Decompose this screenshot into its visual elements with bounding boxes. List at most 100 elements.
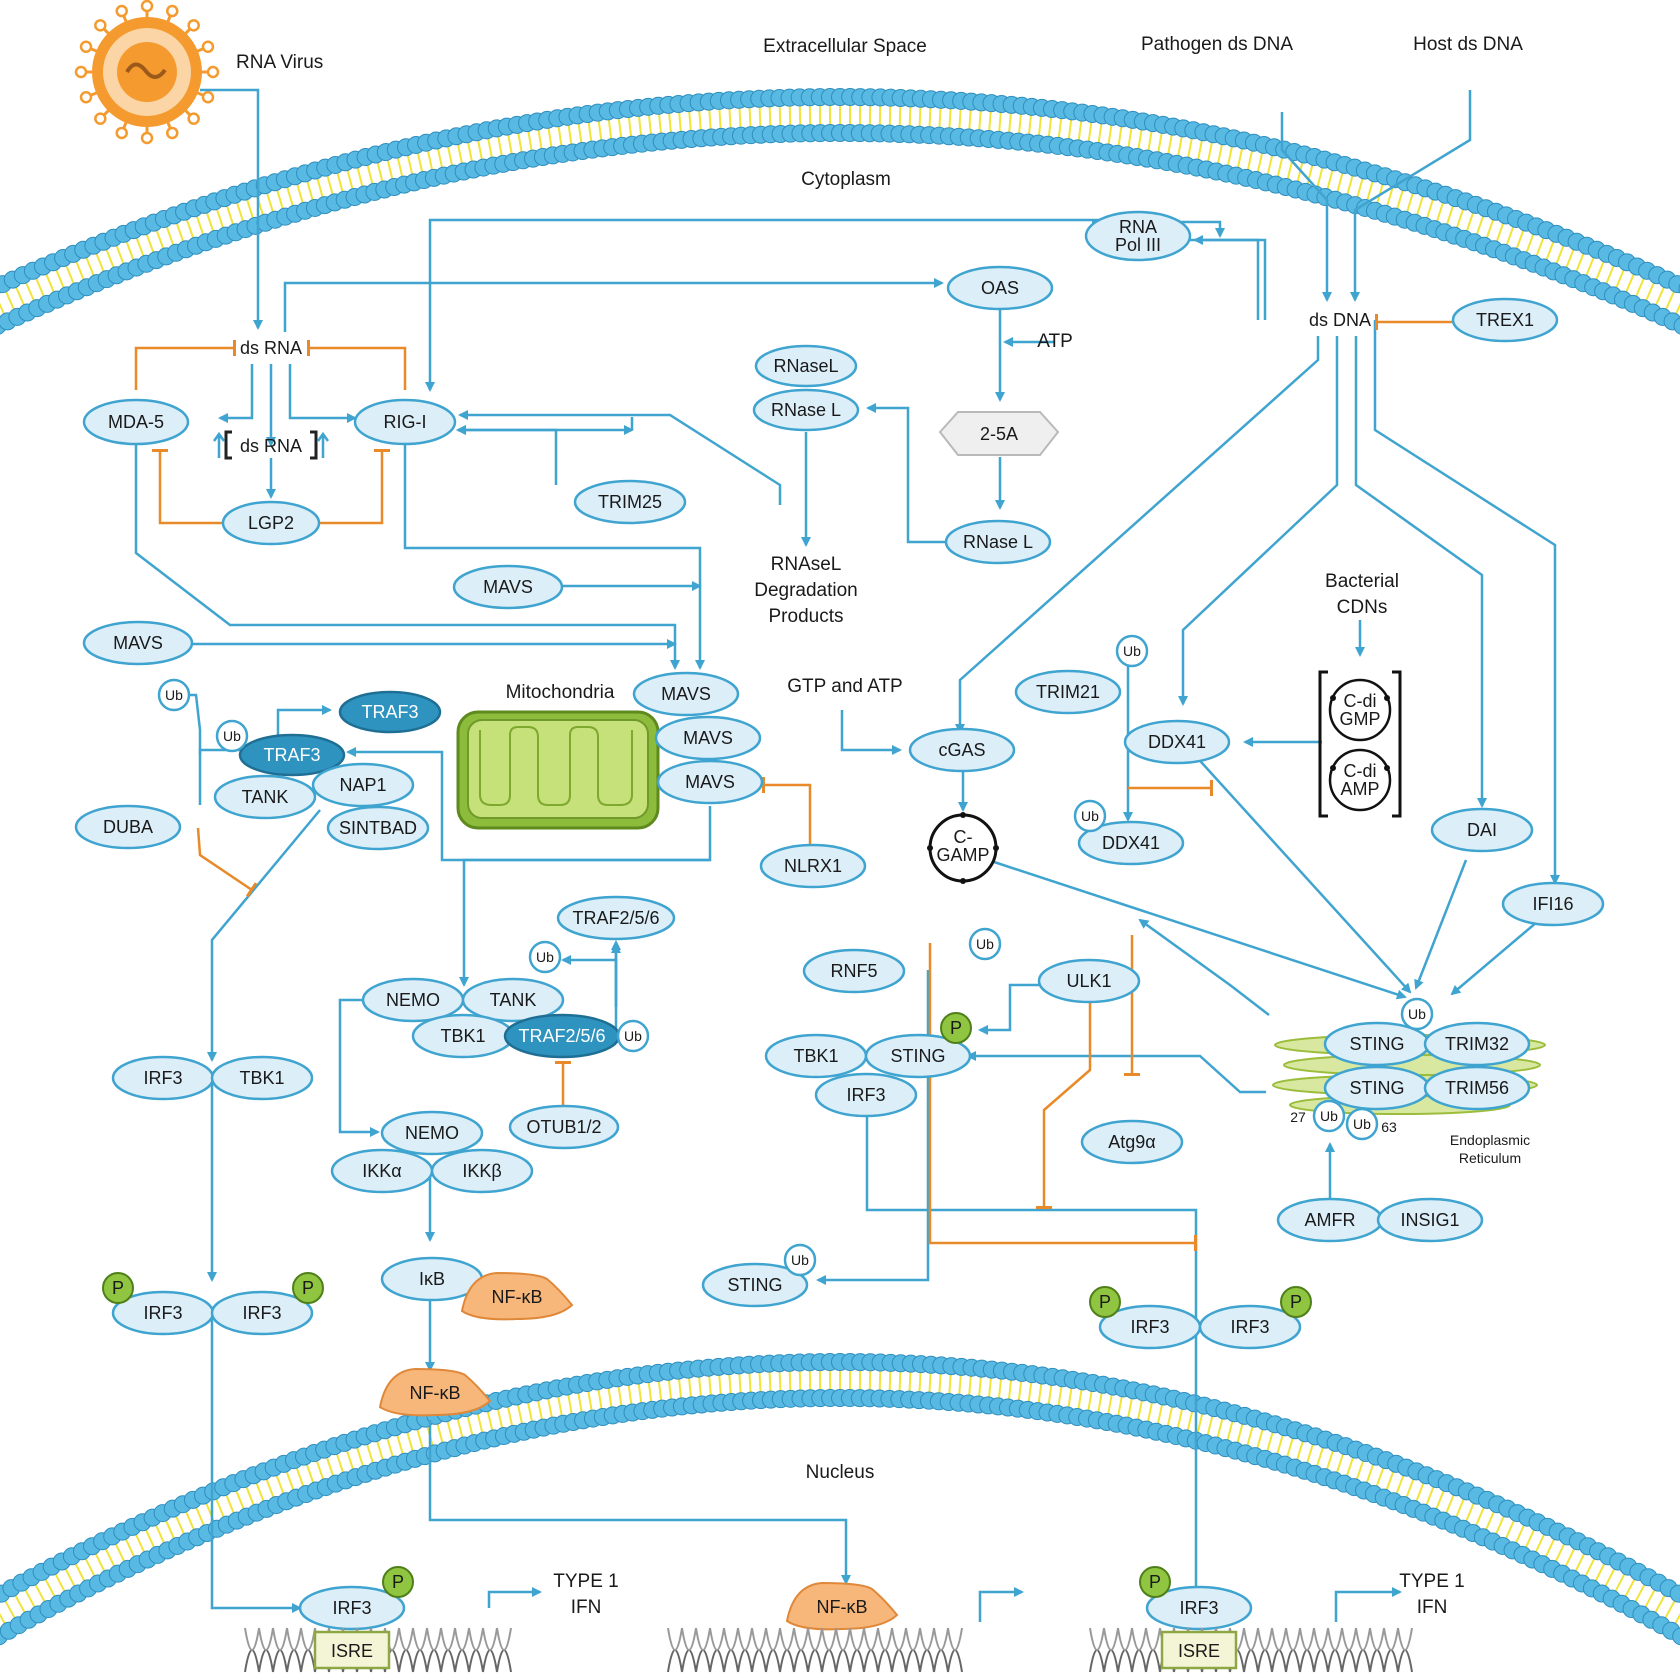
node-label: TANK — [490, 990, 537, 1010]
node-traf256-b: TRAF2/5/6 — [503, 1013, 621, 1059]
node-rnf5: RNF5 — [802, 948, 906, 994]
node-label: TBK1 — [239, 1068, 284, 1088]
node-label: TBK1 — [440, 1026, 485, 1046]
node-otub: OTUB1/2 — [508, 1104, 620, 1150]
node-cgamp: C-GAMP — [927, 812, 999, 884]
node-label: 2-5A — [980, 424, 1018, 444]
ub-label: Ub — [624, 1028, 642, 1044]
node-tbk1-b: TBK1 — [210, 1055, 314, 1101]
node-label: TBK1 — [793, 1046, 838, 1066]
node-tbk1-c: TBK1 — [764, 1033, 868, 1079]
label-atp: ATP — [1037, 331, 1073, 352]
node-nfkb-b: NF-κB — [378, 1367, 492, 1417]
label-nucleus: Nucleus — [806, 1462, 875, 1483]
node-label: MAVS — [661, 684, 711, 704]
p-label: P — [950, 1018, 962, 1038]
node-label: TRAF3 — [361, 702, 418, 722]
node-trim56: TRIM56 — [1423, 1065, 1531, 1111]
node-label: DUBA — [103, 817, 153, 837]
node-irf3-p2: IRF3 — [210, 1290, 314, 1336]
node-ulk1: ULK1 — [1037, 958, 1141, 1004]
label-pathogen-dsdna: Pathogen ds DNA — [1141, 34, 1293, 55]
node-ddx41-a: DDX41 — [1123, 719, 1231, 765]
node-label: C-di — [1343, 761, 1376, 781]
phospho-icon: P — [102, 1272, 134, 1304]
node-irf3-n1: IRF3 — [298, 1585, 406, 1631]
node-ikkb: IKKβ — [430, 1148, 534, 1194]
node-mda5: MDA-5 — [82, 398, 190, 446]
node-amfr: AMFR — [1276, 1197, 1384, 1243]
node-irf3-p1: IRF3 — [111, 1290, 215, 1336]
label-mitochondria: Mitochondria — [506, 682, 615, 703]
node-irf3-a: IRF3 — [111, 1055, 215, 1101]
node-label: IFI16 — [1532, 894, 1573, 914]
node-label: Atg9α — [1108, 1132, 1155, 1152]
dna-helix — [667, 1627, 963, 1673]
node-oas: OAS — [946, 265, 1054, 311]
label-gtp-atp: GTP and ATP — [787, 676, 902, 697]
node-label: IRF3 — [242, 1303, 281, 1323]
node-label: ds DNA — [1309, 310, 1371, 330]
node-label: IRF3 — [1230, 1317, 1269, 1337]
node-label: IκB — [419, 1269, 445, 1289]
node-mavs-a: MAVS — [452, 564, 564, 610]
ub-icon: Ub — [968, 927, 1002, 961]
node-label: TRIM25 — [598, 492, 662, 512]
node-label: IRF3 — [1130, 1317, 1169, 1337]
phospho-icon: P — [1139, 1566, 1171, 1598]
node-rnasel-mid: RNase L — [752, 388, 860, 432]
nuclear-membrane — [0, 1353, 1680, 1646]
node-lgp2: LGP2 — [221, 500, 321, 546]
node-label: NEMO — [386, 990, 440, 1010]
node-trim32: TRIM32 — [1423, 1021, 1531, 1067]
node-dsdna: ds DNA — [1308, 304, 1372, 336]
ub-label: Ub — [1353, 1116, 1371, 1132]
ub-icon: Ub — [1073, 799, 1107, 833]
node-label: DDX41 — [1102, 833, 1160, 853]
node-nemo-b: NEMO — [380, 1110, 484, 1156]
node-label: ds RNA — [240, 338, 302, 358]
label-ub63: 63 — [1381, 1119, 1397, 1135]
node-trex1: TREX1 — [1451, 297, 1559, 343]
node-traf3-a: TRAF3 — [338, 690, 442, 734]
node-mavs-b: MAVS — [82, 620, 194, 666]
node-rnasel-low: RNase L — [944, 519, 1052, 565]
p-label: P — [302, 1278, 314, 1298]
node-label: NF-κB — [492, 1287, 543, 1307]
ub-icon: Ub — [1115, 634, 1149, 668]
ub-label: Ub — [223, 728, 241, 744]
node-label: DDX41 — [1148, 732, 1206, 752]
node-label: IRF3 — [143, 1068, 182, 1088]
node-ddx41-b: DDX41 — [1077, 820, 1185, 866]
node-sting-er2: STING — [1323, 1065, 1431, 1111]
node-label: TANK — [242, 787, 289, 807]
node-ifi16: IFI16 — [1501, 881, 1605, 927]
node-label: C- — [954, 827, 973, 847]
node-tank-a: TANK — [213, 774, 317, 820]
node-isre-1: ISRE — [313, 1630, 391, 1670]
node-label: AMFR — [1305, 1210, 1356, 1230]
ub-icon: Ub — [157, 678, 191, 712]
node-isre-2: ISRE — [1160, 1630, 1238, 1670]
phospho-icon: P — [382, 1566, 414, 1598]
node-mavs-e: MAVS — [656, 759, 764, 805]
label-cytoplasm: Cytoplasm — [801, 169, 891, 190]
node-trim21: TRIM21 — [1014, 669, 1122, 715]
node-duba: DUBA — [74, 804, 182, 850]
ub-label: Ub — [791, 1252, 809, 1268]
node-nlrx1: NLRX1 — [759, 843, 867, 889]
node-label: TREX1 — [1476, 310, 1534, 330]
plasma-membrane — [0, 88, 1680, 335]
node-label: IRF3 — [846, 1085, 885, 1105]
node-dsrna-bracket: ds RNA — [212, 430, 330, 460]
node-nfkb-c: NF-κB — [785, 1581, 899, 1631]
node-label: OTUB1/2 — [526, 1117, 601, 1137]
node-label: OAS — [981, 278, 1019, 298]
node-dai: DAI — [1430, 807, 1534, 853]
node-ikka: IKKα — [330, 1148, 434, 1194]
label-type1-ifn: IFN — [571, 1597, 602, 1618]
label-er: Endoplasmic — [1450, 1132, 1530, 1148]
